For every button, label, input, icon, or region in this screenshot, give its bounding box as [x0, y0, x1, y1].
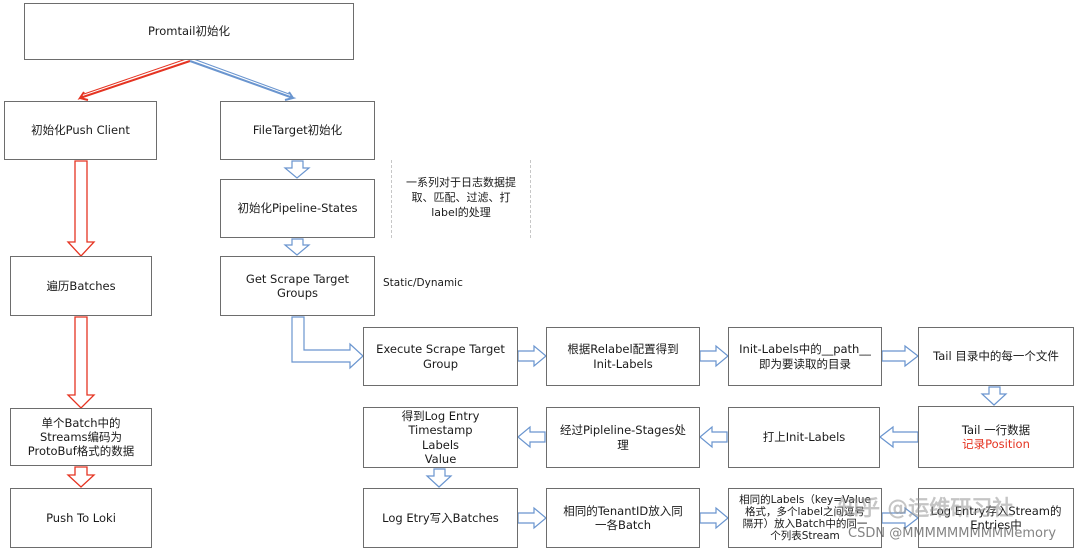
box-label-line: 得到Log Entry [401, 409, 480, 424]
note-line: 取、匹配、过滤、打 [411, 190, 511, 204]
box-label-line: Timestamp [408, 423, 473, 438]
box-label: Log Etry写入Batches [382, 510, 499, 525]
note-pipeline-frame [391, 160, 531, 238]
box-label: 初始化Push Client [31, 123, 130, 138]
arrow-push-to-traverse [66, 160, 96, 257]
box-filetarget-init: FileTarget初始化 [220, 101, 375, 160]
box-pipeline-process: 经过Pipleline-Stages处 理 [546, 407, 700, 468]
note-line: 一系列对于日志数据提 [406, 176, 516, 189]
box-label-line: 格式，多个label之间逗号 [745, 505, 865, 518]
arrow-split-blue-outline [187, 56, 290, 95]
box-label-line: 相同的Labels（key=Value [739, 493, 871, 506]
box-traverse-batches: 遍历Batches [10, 256, 152, 316]
box-label-line: 经过Pipleline-Stages处 [559, 423, 687, 438]
arrow-tenant-to-labels [699, 506, 729, 530]
box-label-line: 即为要读取的目录 [758, 356, 851, 371]
note-line: label的处理 [431, 205, 491, 219]
arrow-tailfiles-to-tailline [980, 386, 1008, 406]
box-push-to-loki: Push To Loki [10, 488, 152, 548]
arrow-batch-to-push [66, 466, 96, 488]
box-tail-files: Tail 目录中的每一个文件 [918, 327, 1074, 386]
arrow-relabel-to-path [699, 344, 729, 368]
box-label-line: Entries中 [970, 518, 1022, 532]
arrow-pipeline-to-groups [283, 238, 311, 256]
box-promtail-init: Promtail初始化 [24, 3, 354, 60]
arrow-path-to-tail [881, 344, 919, 368]
box-label-line: 一各Batch [594, 518, 652, 532]
box-label-line: Init-Labels中的__path__ [739, 342, 871, 357]
box-execute-scrape: Execute Scrape Target Group [363, 327, 518, 386]
record-position-label: 记录Position [962, 437, 1030, 451]
arrow-split-red-outline [83, 56, 193, 95]
note-pipeline-desc: 一系列对于日志数据提 取、匹配、过滤、打 label的处理 [391, 176, 531, 221]
arrow-write-to-tenant [517, 506, 547, 530]
arrow-groups-to-execute [291, 316, 364, 370]
box-scrape-target-groups: Get Scrape Target Groups [220, 256, 375, 316]
box-tail-line: Tail 一行数据 记录Position [918, 406, 1074, 468]
box-relabel: 根据Relabel配置得到 Init-Labels [546, 327, 700, 386]
box-labels-kv: 相同的Labels（key=Value 格式，多个label之间逗号 隔开）放入… [728, 488, 882, 548]
box-label-line: Labels [421, 437, 459, 452]
box-log-entry: 得到Log Entry Timestamp Labels Value [363, 407, 518, 468]
box-label-line: Tail 一行数据 [961, 422, 1031, 437]
box-tenant-batch: 相同的TenantID放入同 一各Batch [546, 488, 700, 548]
box-label: 遍历Batches [46, 278, 116, 293]
box-label: 初始化Pipeline-States [237, 201, 358, 216]
arrow-tailline-to-tag [879, 425, 919, 449]
box-push-client-init: 初始化Push Client [4, 101, 157, 160]
box-tag-init-labels: 打上Init-Labels [728, 407, 880, 468]
box-label: Promtail初始化 [148, 24, 230, 39]
arrow-execute-to-relabel [517, 344, 547, 368]
box-pipeline-init: 初始化Pipeline-States [220, 179, 375, 238]
box-label: 打上Init-Labels [762, 430, 846, 445]
box-label: Tail 目录中的每一个文件 [933, 349, 1059, 364]
arrow-traverse-to-batch [66, 316, 96, 409]
box-label-line: Value [424, 451, 457, 466]
box-init-labels-path: Init-Labels中的__path__ 即为要读取的目录 [728, 327, 882, 386]
box-label-line: 理 [617, 437, 629, 452]
arrow-filetarget-to-pipeline [283, 160, 311, 179]
arrow-tag-to-pipeline [699, 425, 728, 449]
box-label-line: Init-Labels [593, 356, 653, 371]
box-label-line: Groups [276, 286, 318, 300]
watermark-main: 知乎 @运维研习社 [838, 496, 1014, 520]
box-label-line: 相同的TenantID放入同 [563, 503, 683, 518]
box-label-line: ProtoBuf格式的数据 [27, 444, 135, 458]
box-label-line: Execute Scrape Target [376, 342, 505, 357]
box-label: FileTarget初始化 [252, 123, 343, 138]
box-log-entry-streams: Log Entry存入Stream的 Entries中 [918, 488, 1074, 548]
box-write-batches: Log Etry写入Batches [363, 488, 518, 548]
box-label-line: 个列表Stream [770, 530, 840, 543]
note-static-dynamic: Static/Dynamic [383, 277, 463, 289]
arrow-logentry-to-write [425, 468, 453, 488]
box-label-line: Log Entry存入Stream的 [930, 503, 1062, 518]
box-label-line: 隔开）放入Batch中的同一 [742, 518, 868, 530]
box-label-line: Group [422, 356, 458, 371]
arrow-labels-to-streams [881, 506, 919, 530]
arrow-split-red [77, 60, 191, 101]
box-label-line: 根据Relabel配置得到 [567, 342, 679, 357]
box-label: Push To Loki [46, 510, 116, 525]
box-label-line: Get Scrape Target [245, 271, 350, 286]
arrow-pipeline-to-logentry [517, 425, 546, 449]
box-label-line: Streams编码为 [39, 429, 123, 444]
arrow-split-blue [189, 60, 297, 101]
box-batch-encode: 单个Batch中的 Streams编码为 ProtoBuf格式的数据 [10, 408, 152, 466]
watermark-sub: CSDN @MMMMMMMMMMemory [848, 526, 1057, 541]
box-label-line: 单个Batch中的 [41, 415, 121, 430]
